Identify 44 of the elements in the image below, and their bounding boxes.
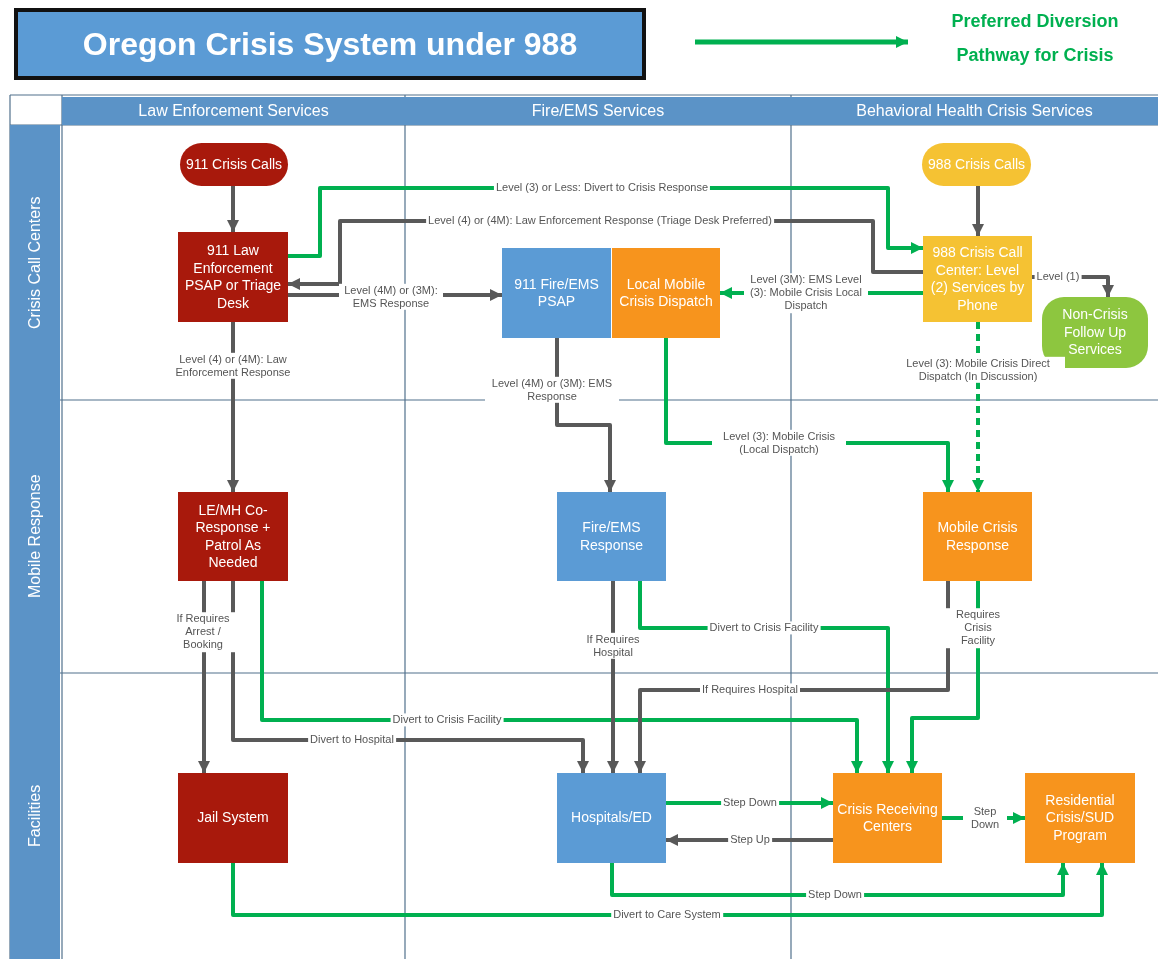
title-banner: Oregon Crisis System under 988 <box>14 8 646 80</box>
process-box: Fire/EMS Response <box>557 492 666 581</box>
edge-label: Divert to Crisis Facility <box>390 713 504 727</box>
process-box: 988 Crisis Call Center: Level (2) Services by Phone <box>923 236 1032 322</box>
edge-label: Level (4M) or (3M): EMS Response <box>339 283 443 311</box>
lane-header: Law Enforcement Services <box>62 97 405 125</box>
edge-label: Level (4) or (4M): Law Enforcement Response (Triage Desk Preferred) <box>426 214 774 228</box>
lane-header: Facilities <box>10 673 60 959</box>
lane-header: Crisis Call Centers <box>10 125 60 400</box>
edge-label: Level (3M): EMS Level (3): Mobile Crisis Local Dispatch <box>744 273 868 313</box>
edge-label: Step Down <box>806 888 864 902</box>
arrow <box>555 338 616 492</box>
edge-label: Level (1) <box>1034 270 1082 284</box>
lane-header: Fire/EMS Services <box>405 97 791 125</box>
edge-label: Step Up <box>728 833 772 847</box>
process-box: Hospitals/ED <box>557 773 666 863</box>
process-box: 911 Fire/EMS PSAP <box>502 248 611 338</box>
lane-header: Mobile Response <box>10 400 60 673</box>
edge-label: Level (4M) or (3M): EMS Response <box>485 376 619 404</box>
process-box: Crisis Receiving Centers <box>833 773 942 863</box>
arrow <box>227 186 239 232</box>
process-box: LE/MH Co-Response + Patrol As Needed <box>178 492 288 581</box>
arrow <box>607 581 619 773</box>
arrow <box>231 863 1108 917</box>
arrow <box>972 186 984 236</box>
edge-label: Divert to Crisis Facility <box>707 621 821 635</box>
lane-header: Behavioral Health Crisis Services <box>791 97 1158 125</box>
arrow <box>610 863 1069 897</box>
edge-label: Step Down <box>721 796 779 810</box>
terminal-node: 911 Crisis Calls <box>180 143 288 186</box>
arrow <box>227 322 239 492</box>
process-box: Residential Crisis/SUD Program <box>1025 773 1135 863</box>
legend-text: Preferred Diversion Pathway for Crisis <box>950 10 1120 68</box>
process-box: 911 Law Enforcement PSAP or Triage Desk <box>178 232 288 322</box>
edge-label: Divert to Care System <box>611 908 723 922</box>
arrow <box>972 322 984 492</box>
process-box: Local Mobile Crisis Dispatch <box>612 248 720 338</box>
edge-label: If Requires Hospital <box>700 683 800 697</box>
edge-label: Level (3): Mobile Crisis (Local Dispatch) <box>712 429 846 457</box>
edge-label: Level (3) or Less: Divert to Crisis Response <box>493 181 711 195</box>
edge-label: Divert to Hospital <box>308 733 396 747</box>
process-box: Mobile Crisis Response <box>923 492 1032 581</box>
process-box: Jail System <box>178 773 288 863</box>
terminal-node: 988 Crisis Calls <box>922 143 1031 186</box>
